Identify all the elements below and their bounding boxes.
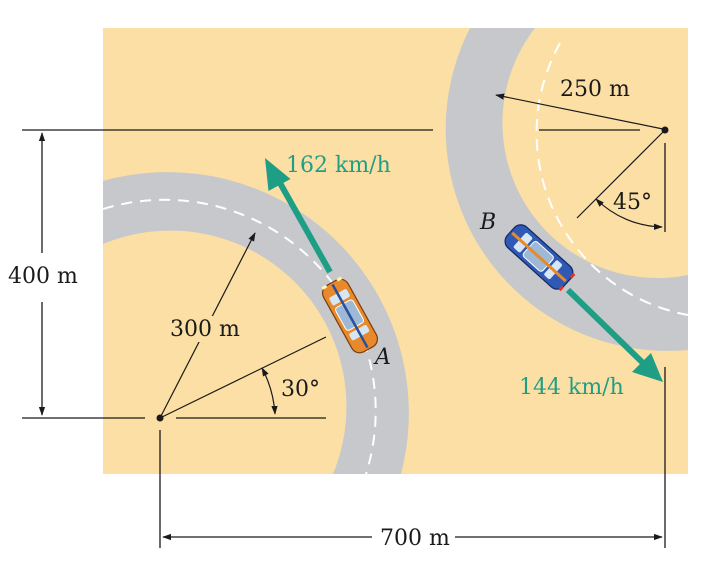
car-label-b: B [479,210,496,235]
car-a [321,276,379,354]
car-label-a: A [373,345,391,370]
speed-label-b: 144 km/h [519,375,624,400]
radius-arrow-b [495,93,664,130]
vertical-dimension-label: 400 m [8,264,78,289]
velocity-arrow-b [565,287,663,382]
road-a [103,172,409,474]
radius-label-a: 300 m [170,317,240,342]
angle-line-b [576,129,666,219]
radius-label-a-bg [167,316,251,342]
car-b [504,224,576,292]
angle-label-b: 45° [613,190,652,215]
horizontal-dimension-label: 700 m [380,526,450,551]
velocity-arrow-a [265,158,333,274]
angle-arc-b [595,198,663,230]
radius-label-b: 250 m [560,77,630,102]
angle-label-a: 30° [281,377,320,402]
speed-label-a: 162 km/h [286,153,391,178]
angle-arc-a [261,367,278,415]
angle-line-a [159,336,327,419]
road-b [445,28,689,351]
